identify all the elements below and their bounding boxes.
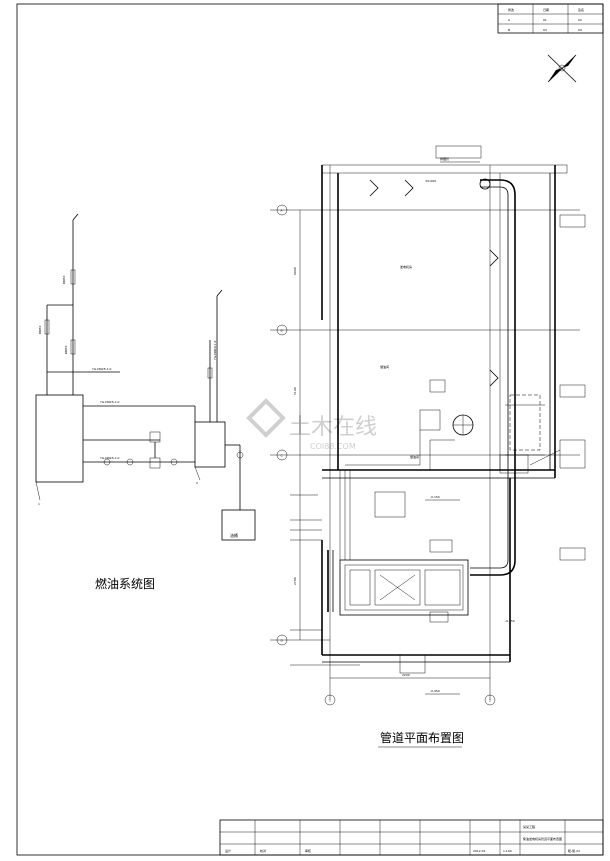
room-side-label: 储油间 (380, 364, 389, 369)
rev-cell-2-0: B (508, 28, 510, 32)
watermark-text: 土木在线 (289, 415, 377, 440)
tank-1-label: 1 (38, 502, 40, 506)
watermark-logo: 土木在线 COI88.COM (246, 398, 377, 451)
axis-label-1: 1 (329, 699, 331, 703)
axis-label-a: A (281, 209, 284, 213)
axis-bubble-c (276, 449, 288, 461)
title-drawing-name: 柴油发电机房管道平面布置图 (523, 836, 562, 841)
tank-2-label: 2 (196, 481, 198, 485)
rev-cell-1-0: A (508, 18, 511, 22)
title-drawing-no: 暖-施-22 (568, 848, 580, 853)
axis-bubble-d (276, 634, 288, 646)
dim-5100: 5100 (293, 387, 297, 395)
vent-label-2: DN50 (38, 326, 42, 334)
oil-drum-label: 油桶 (230, 532, 238, 538)
rev-cell-2-2: 04 (578, 28, 582, 32)
pipe-layout-plan: A B C D 1 2 6000 5100 2700 2200 (270, 145, 586, 748)
north-arrow-icon (547, 54, 577, 83)
rev-cell-0-0: 修改 (508, 7, 514, 12)
label-elev-0: ±0.000 (425, 179, 436, 183)
axis-bubble-1 (324, 694, 336, 706)
axis-bubble-2 (484, 694, 496, 706)
dim-2200: 2200 (402, 673, 410, 677)
title-block: 某某工程 柴油发电机房管道平面布置图 暖-施-22 1:100 2012.02 … (219, 819, 604, 856)
vent-label-3: DN50 (64, 346, 68, 354)
fuel-line-label-b: YG-DN25-1.0 (100, 400, 120, 404)
exhaust-outlet-icon (479, 178, 491, 190)
oil-drum (221, 509, 256, 541)
label-elev-neg-right: -0.150 (505, 619, 515, 623)
door-opening (374, 491, 406, 518)
title-scale: 1:100 (503, 849, 512, 853)
room-main-label: 发电机房 (400, 264, 412, 269)
title-designer: 设计 (225, 848, 231, 853)
vent-label-1: DN50 (62, 276, 66, 284)
label-exhaust: 排烟管 (440, 156, 449, 161)
generator-set (327, 550, 469, 616)
day-tank-1 (35, 394, 84, 483)
fuel-line-label-d: YG-DN40-1.0 (213, 340, 217, 360)
fuel-system-title: 燃油系统图 (95, 576, 155, 591)
dim-6000: 6000 (293, 267, 297, 275)
axis-bubble-a (276, 204, 288, 216)
title-approver: 审核 (305, 848, 311, 853)
axis-label-b: B (281, 329, 283, 333)
fuel-system-diagram: DN50 DN50 DN50 YG-DN25-1.0 1 YG-DN25-1.0… (35, 213, 256, 591)
revision-table: 修改 日期 签名 A 01 02 B 03 04 (497, 3, 604, 34)
rev-cell-1-2: 02 (578, 18, 582, 22)
fuel-tank-2 (194, 421, 226, 468)
fuel-line-label-c: YG-DN25-1.0 (100, 456, 120, 460)
title-date: 2012.02 (473, 849, 485, 853)
dim-2700: 2700 (293, 577, 297, 585)
valve-cluster (103, 431, 178, 469)
title-project: 某某工程 (523, 824, 535, 829)
rev-cell-0-2: 签名 (578, 7, 584, 12)
axis-bubble-b (276, 324, 288, 336)
rev-cell-0-1: 日期 (543, 7, 549, 12)
label-elev-neg: -0.150 (430, 495, 440, 499)
pipe-layout-title: 管道平面布置图 (380, 730, 464, 745)
axis-label-2: 2 (489, 699, 491, 703)
axis-label-c: C (281, 454, 283, 458)
label-elev-neg2: -0.450 (430, 689, 440, 693)
fuel-line-label-a: YG-DN25-1.0 (92, 367, 112, 371)
axis-label-d: D (281, 639, 284, 643)
rev-cell-1-1: 01 (543, 18, 547, 22)
watermark-subtext: COI88.COM (310, 442, 356, 451)
rev-cell-2-1: 03 (543, 28, 547, 32)
label-door: 储油间 (410, 454, 419, 459)
title-checker: 校对 (260, 848, 266, 853)
